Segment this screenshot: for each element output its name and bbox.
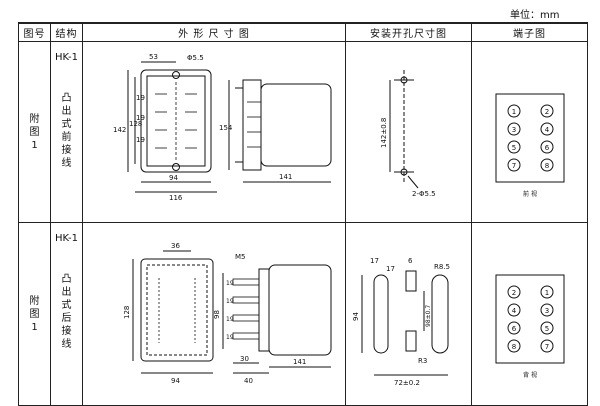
dim-label: 36	[171, 242, 180, 250]
dim-label: 72±0.2	[394, 379, 420, 387]
unit-label: 单位：mm	[510, 10, 560, 21]
structure-cell: HK-1 凸出式 前接线	[50, 41, 83, 223]
dim-label: 94	[169, 174, 178, 182]
rear-wiring-dimension-drawing: 36 128 94 M5 98 19 19 19 19 30 40 141	[123, 242, 332, 385]
dim-label: 142	[113, 126, 126, 134]
dim-label: 116	[169, 194, 183, 202]
terminal-number: 2	[545, 108, 549, 116]
terminal-number: 8	[512, 343, 516, 351]
dim-label: 19	[136, 114, 145, 122]
terminal-view-label: 前 视	[523, 190, 537, 198]
dim-label: 17	[386, 265, 395, 273]
dim-label: 19	[226, 280, 234, 287]
terminal-view-label: 背 视	[523, 371, 537, 379]
dim-label: 30	[240, 355, 249, 363]
dim-label: 98	[213, 310, 221, 319]
header-dimensions: 外 形 尺 寸 图	[82, 22, 346, 42]
mounting-hole-drawing: 142±0.8 2-Φ5.5	[380, 70, 436, 198]
terminal-number: 1	[512, 108, 516, 116]
dimension-drawing-cell: 53 Φ5.5 142 128 19 19 19 94 116 154 141	[82, 41, 346, 223]
header-mounting: 安装开孔尺寸图	[345, 22, 472, 42]
terminal-drawing-cell: 2 1 4 3 6 5 8 7 背 视	[471, 222, 588, 406]
dim-label: 19	[226, 316, 234, 323]
structure-cell: HK-1 凸出式 后接线	[50, 222, 83, 406]
dim-label: 94	[171, 377, 180, 385]
terminal-number: 6	[512, 325, 517, 333]
terminal-number: 5	[545, 325, 549, 333]
dim-label: 2-Φ5.5	[412, 190, 436, 198]
terminal-number: 7	[545, 343, 549, 351]
dim-label: 17	[370, 257, 379, 265]
dim-label: 6	[408, 257, 413, 265]
terminal-number: 6	[545, 144, 550, 152]
terminal-number: 7	[512, 162, 516, 170]
terminal-number: 8	[545, 162, 549, 170]
dim-label: 19	[136, 136, 145, 144]
dim-label: 141	[279, 173, 292, 181]
dim-label: 98±0.7	[425, 305, 432, 327]
dim-label: Φ5.5	[187, 54, 204, 62]
terminal-number: 1	[545, 289, 549, 297]
dim-label: R3	[418, 357, 427, 365]
front-wiring-dimension-drawing: 53 Φ5.5 142 128 19 19 19 94 116 154 141	[113, 53, 332, 202]
dim-label: 94	[352, 312, 360, 321]
dim-label: 128	[123, 306, 131, 319]
dim-label: R8.5	[434, 263, 450, 271]
terminal-number: 4	[545, 126, 550, 134]
dim-label: M5	[235, 253, 246, 261]
dim-label: 53	[149, 53, 158, 61]
model-label: HK-1	[55, 52, 78, 63]
terminal-number: 2	[512, 289, 516, 297]
terminal-number: 4	[512, 307, 517, 315]
dim-label: 19	[226, 334, 234, 341]
header-fig-no: 图号	[18, 22, 51, 42]
mounting-drawing-cell: 17 17 6 R8.5 94 98±0.7 R3 72±0.2	[345, 222, 472, 406]
dim-label: 40	[244, 377, 253, 385]
model-label: HK-1	[55, 233, 78, 244]
dim-label: 19	[226, 298, 234, 305]
dimension-drawing-cell: 36 128 94 M5 98 19 19 19 19 30 40 141	[82, 222, 346, 406]
header-terminals: 端子图	[471, 22, 588, 42]
terminal-number: 3	[545, 307, 549, 315]
mounting-drawing-cell: 142±0.8 2-Φ5.5	[345, 41, 472, 223]
terminal-number: 5	[512, 144, 516, 152]
terminal-number: 3	[512, 126, 516, 134]
dim-label: 142±0.8	[380, 118, 388, 148]
dim-label: 128	[129, 120, 142, 128]
dim-label: 19	[136, 94, 145, 102]
dim-label: 141	[293, 358, 306, 366]
terminal-drawing-cell: 1 2 3 4 5 6 7 8 前 视	[471, 41, 588, 223]
terminal-diagram-front: 1 2 3 4 5 6 7 8 前 视	[495, 93, 565, 198]
dim-label: 154	[219, 124, 233, 132]
header-structure: 结构	[50, 22, 83, 42]
mounting-hole-drawing: 17 17 6 R8.5 94 98±0.7 R3 72±0.2	[352, 257, 450, 387]
terminal-diagram-rear: 2 1 4 3 6 5 8 7 背 视	[495, 274, 565, 379]
